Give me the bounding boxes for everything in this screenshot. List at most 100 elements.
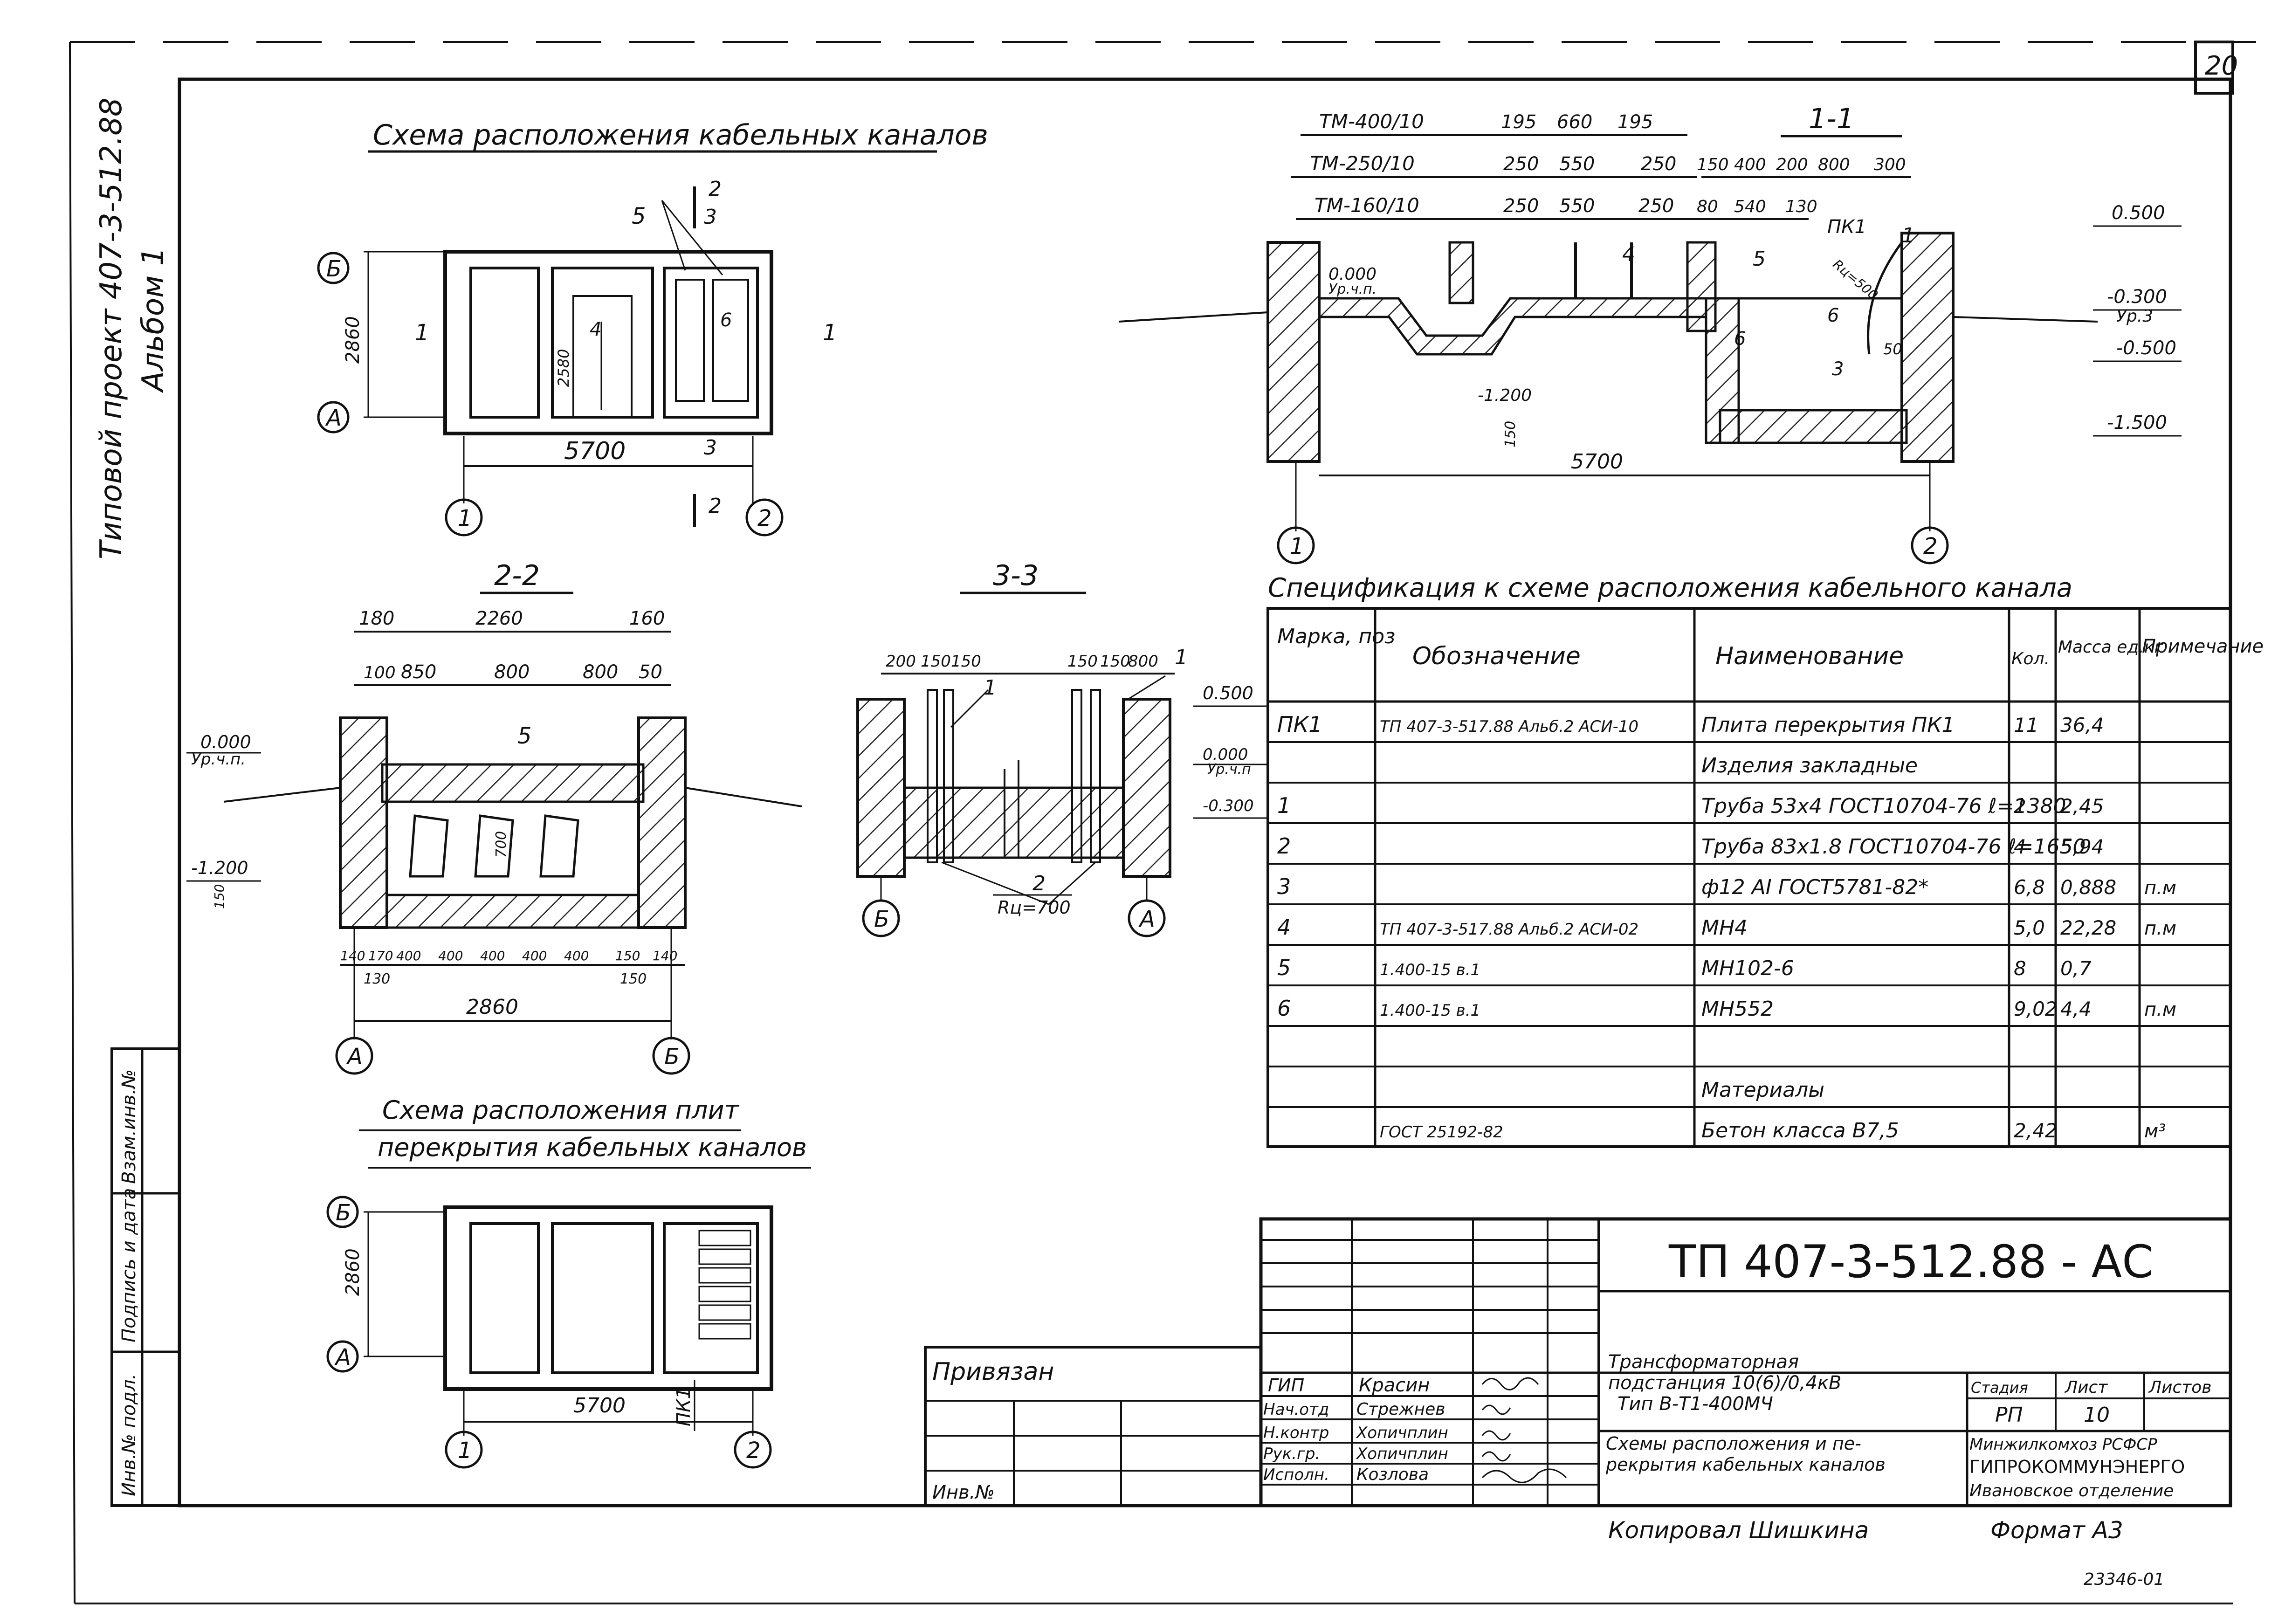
cover-slabs (698, 1230, 751, 1340)
signature-5 (1481, 1468, 1567, 1483)
elev-1200: -1.200 (1478, 386, 1532, 405)
elev-1200-2: -1.200 (191, 858, 248, 878)
section-1-1-title: 1-1 (1809, 103, 1854, 135)
label-1: 1 (1902, 224, 1915, 248)
dim-160-c: 250 (1638, 195, 1674, 217)
section-2-2: 2-2 180 2260 160 100 850 800 800 50 5 70… (186, 559, 802, 1075)
spec-cell: 5,0 (2014, 916, 2045, 939)
spec-cell: 4 (1277, 915, 1291, 940)
elev-0: 0.000 (1328, 265, 1377, 284)
spec-cell: ГОСТ 25192-82 (1380, 1123, 1503, 1142)
spec-cell: ПК1 (1277, 712, 1322, 737)
role-ruk: Рук.гр. (1263, 1445, 1320, 1463)
object-line-2: подстанция 10(6)/0,4кВ (1608, 1372, 1842, 1394)
dim-250-c: 250 (1641, 153, 1676, 175)
dim-r1-e: 300 (1874, 155, 1906, 174)
elev-0300: -0.300 (2107, 286, 2167, 308)
section-3-3-title: 3-3 (993, 559, 1039, 592)
left-dim-150a: 150 (921, 652, 951, 671)
axis-a: А (325, 405, 342, 431)
bot-dim-400d: 400 (522, 948, 547, 963)
left-approval-strip: Инв.№ подл. Подпись и дата Взам.инв.№ (110, 1047, 181, 1507)
name-4: Хопичплин (1356, 1445, 1448, 1463)
stage-value: РП (1995, 1403, 2023, 1427)
side-title: Типовой проект 407-3-512.88 Альбом 1 (94, 97, 171, 559)
spec-cell: 2 (2014, 795, 2026, 818)
dim-r1-b: 400 (1734, 155, 1766, 174)
dim-r1-d: 800 (1818, 155, 1850, 174)
sheet-no-value: 10 (2084, 1403, 2110, 1427)
spec-cell: 1.400-15 в.1 (1380, 1001, 1480, 1020)
right-dim-150a: 150 (1067, 652, 1098, 671)
axis-b: Б (326, 256, 342, 282)
dim-r2-b: 540 (1734, 197, 1766, 216)
spec-cell: Материалы (1701, 1078, 1824, 1102)
label-radius: Rц=500 (1830, 256, 1881, 303)
object-line-3: Тип В-Т1-400МЧ (1617, 1393, 1773, 1415)
dim-r1-a: 150 (1697, 155, 1729, 174)
role-nach: Нач.отд (1263, 1400, 1329, 1419)
plan-bottom-axis-b: Б (336, 1200, 351, 1226)
strip-label-sign: Подпись и дата (118, 1188, 140, 1342)
spec-cell: Плита перекрытия ПК1 (1701, 713, 1955, 737)
spec-hdr-note: Примечание (2142, 636, 2264, 657)
role-ispoln: Исполн. (1263, 1466, 1329, 1484)
plan-top-schematic: Схема расположения кабельных каналов Б А… (317, 119, 988, 537)
signature-4 (1481, 1451, 1511, 1462)
right-dim-800: 800 (1128, 652, 1158, 671)
spec-cell: п.м (2144, 877, 2176, 899)
label-pk1: ПК1 (1827, 216, 1866, 238)
label-4: 4 (1622, 242, 1635, 266)
cut-1-right: 1 (823, 320, 837, 346)
privyazan-block: Привязан Инв.№ (924, 1346, 1262, 1507)
spec-cell: п.м (2144, 918, 2176, 939)
sub-dim-800a: 800 (494, 661, 530, 683)
cut-2-top: 2 (709, 177, 722, 201)
spec-cell: п.м (2144, 999, 2176, 1020)
org-line-2: ГИПРОКОММУНЭНЕРГО (1969, 1457, 2185, 1477)
privyazan-label: Привязан (932, 1358, 1054, 1386)
bot-dim-400e: 400 (564, 948, 589, 963)
spec-cell: ТП 407-3-517.88 Альб.2 АСИ-10 (1380, 717, 1638, 736)
pos-4: 4 (590, 319, 601, 340)
spec-cell: 2,42 (2014, 1119, 2058, 1142)
side-title-line-2: Альбом 1 (136, 247, 171, 393)
label-1-right: 1 (1175, 646, 1188, 669)
spec-cell: МН102-6 (1701, 957, 1794, 980)
spec-hdr-mass: Масса ед.кг (2058, 638, 2163, 657)
plan-bottom-title-1: Схема расположения плит (382, 1095, 740, 1125)
axis-1: 1 (458, 505, 472, 531)
signature-3 (1481, 1430, 1511, 1441)
bot-dim-150: 150 (615, 948, 640, 963)
plan-bottom-schematic: Схема расположения плит перекрытия кабел… (326, 1095, 811, 1469)
bot-sub-150: 150 (620, 971, 647, 987)
spec-cell: 9,02 (2014, 998, 2058, 1020)
axis-b-22: Б (664, 1044, 680, 1070)
bot-dim-140b: 140 (653, 948, 677, 963)
spec-table: ПК1 ТП 407-3-517.88 Альб.2 АСИ-10 Плита пе… (1266, 607, 2264, 1148)
dim-height: 2860 (342, 316, 364, 364)
inner-700: 700 (493, 831, 509, 858)
spec-cell: 3 (1277, 874, 1291, 899)
label-3: 3 (1832, 358, 1844, 380)
inv-label: Инв.№ (932, 1482, 995, 1503)
spec-cell: 1 (1277, 793, 1291, 818)
spec-cell: 1.400-15 в.1 (1380, 961, 1480, 979)
dim-400-a: 195 (1501, 111, 1536, 133)
label-radius-700: Rц=700 (998, 897, 1071, 918)
spec-cell: 36,4 (2060, 714, 2104, 736)
sub-dim-850: 850 (401, 661, 436, 683)
dim-width: 5700 (564, 437, 626, 465)
dim-250-b: 550 (1559, 153, 1595, 175)
signature-1 (1481, 1377, 1539, 1390)
row-label-160: ТМ-160/10 (1315, 194, 1419, 217)
plan-bottom-axis-2: 2 (746, 1438, 761, 1464)
sub-dim-800b: 800 (583, 661, 618, 683)
plan-bottom-axis-a: А (334, 1344, 351, 1370)
org-line-1: Минжилкомхоз РСФСР (1969, 1435, 2157, 1454)
spec-cell: Труба 53х4 ГОСТ10704-76 ℓ=1380 (1701, 794, 2066, 818)
name-1: Красин (1359, 1375, 1430, 1396)
plan-bottom-axis-1: 1 (458, 1438, 472, 1464)
row-label-400: ТМ-400/10 (1319, 110, 1424, 133)
